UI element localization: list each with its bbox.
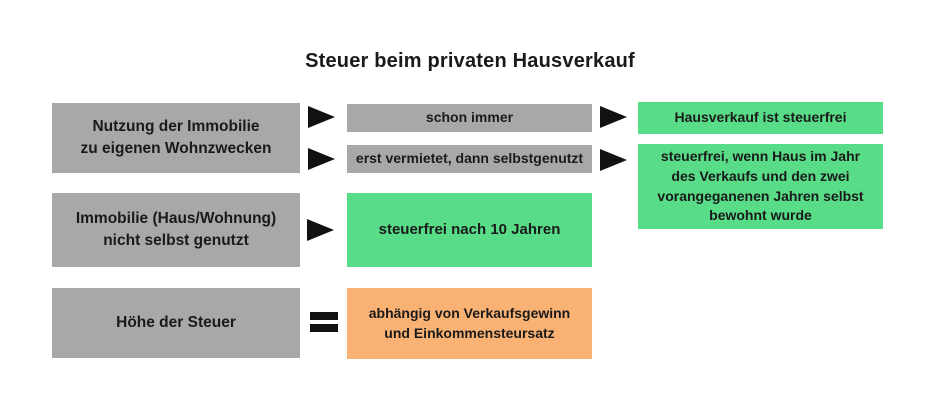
equals-icon — [310, 312, 338, 332]
arrow-right-icon — [600, 106, 627, 128]
box-sale-tax-free: Hausverkauf ist steuerfrei — [638, 102, 883, 134]
box-depends-on-profit: abhängig von Verkaufsgewinn und Einkomme… — [347, 288, 592, 359]
diagram-title: Steuer beim privaten Hausverkauf — [305, 50, 635, 72]
arrow-right-icon — [307, 219, 334, 241]
equals-bar-top — [310, 312, 338, 320]
arrow-right-icon — [308, 148, 335, 170]
arrow-right-icon — [308, 106, 335, 128]
box-always: schon immer — [347, 104, 592, 132]
box-tax-free-conditions: steuerfrei, wenn Haus im Jahr des Verkau… — [638, 144, 883, 229]
box-tax-free-after-10-years: steuerfrei nach 10 Jahren — [347, 193, 592, 267]
equals-bar-bottom — [310, 324, 338, 332]
box-first-rented-then-self-used: erst vermietet, dann selbstgenutzt — [347, 145, 592, 173]
arrow-right-icon — [600, 149, 627, 171]
box-not-self-used: Immobilie (Haus/Wohnung) nicht selbst ge… — [52, 193, 300, 267]
box-usage-own-living: Nutzung der Immobilie zu eigenen Wohnzwe… — [52, 103, 300, 173]
box-tax-amount: Höhe der Steuer — [52, 288, 300, 358]
